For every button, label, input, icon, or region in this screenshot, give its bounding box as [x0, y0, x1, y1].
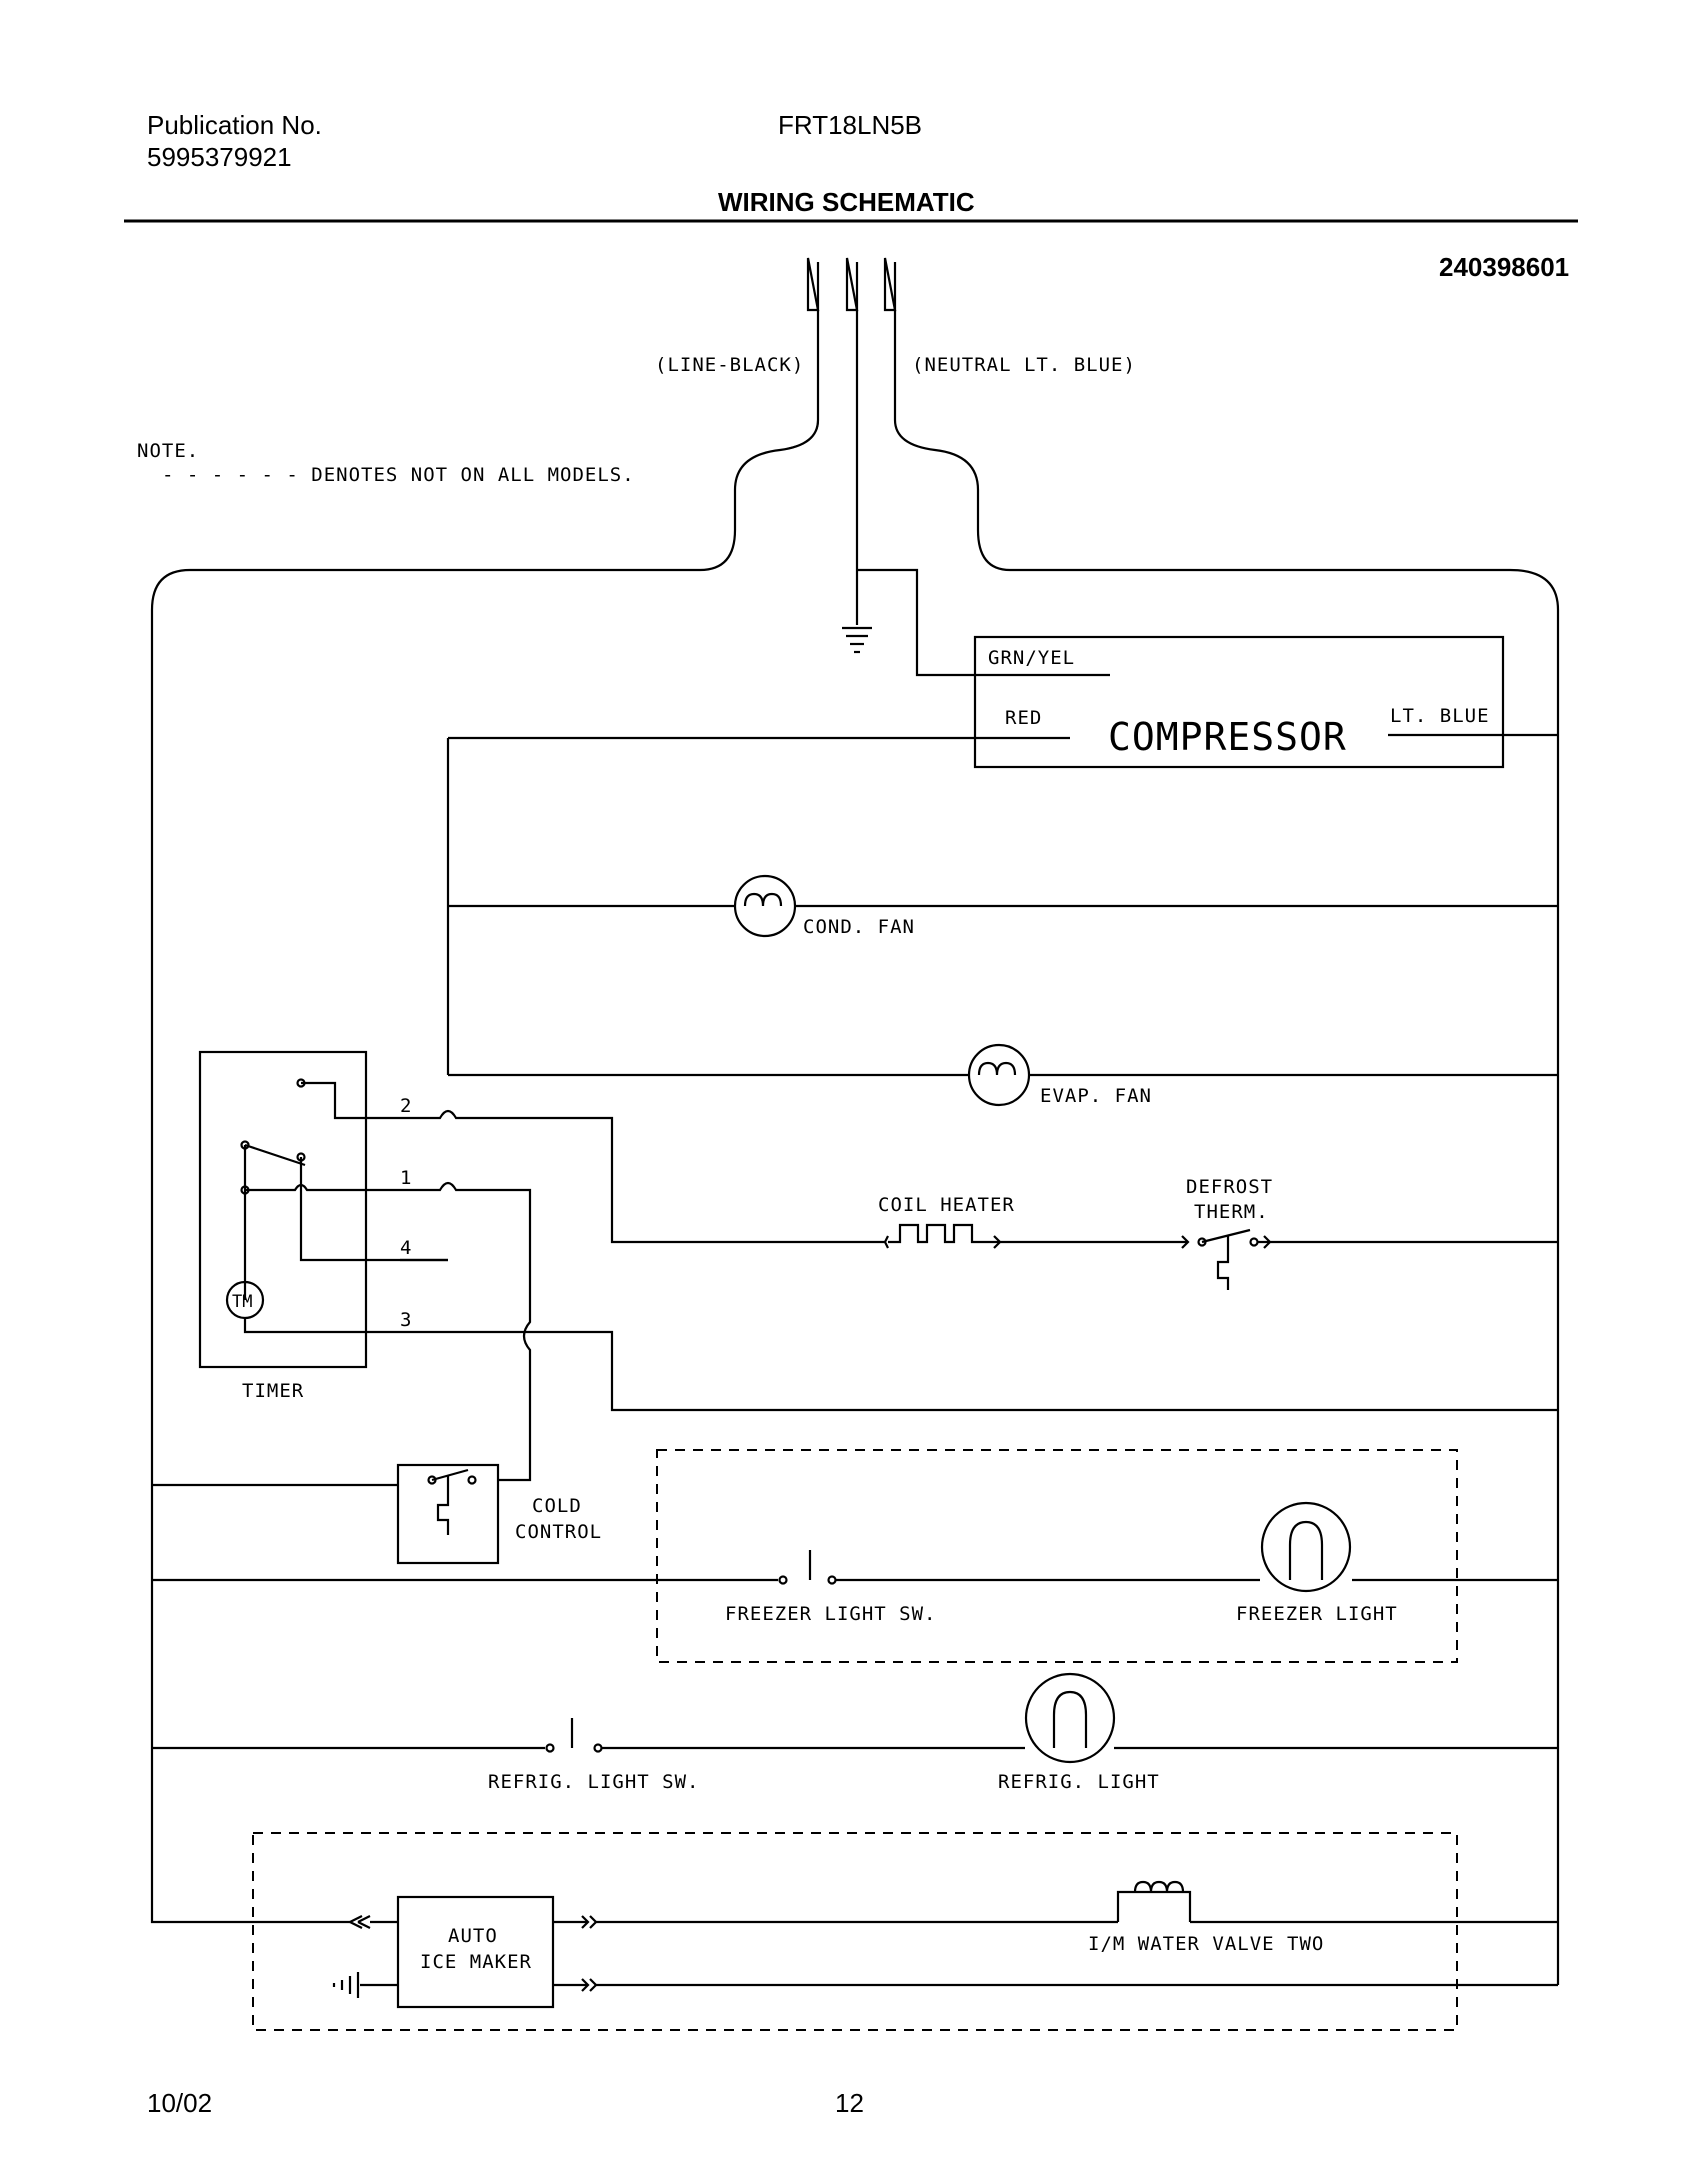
footer-date: 10/02: [147, 2088, 213, 2118]
cond-fan-label: COND. FAN: [803, 916, 915, 938]
ice-maker-ground-icon: [332, 1972, 398, 1998]
ground-icon: [842, 570, 872, 654]
freezer-light-switch-label: FREEZER LIGHT SW.: [725, 1603, 936, 1625]
page-number: 12: [835, 2088, 864, 2118]
evap-fan-label: EVAP. FAN: [1040, 1085, 1152, 1107]
compressor-label: COMPRESSOR: [1108, 715, 1347, 759]
cold-control-box: [396, 1463, 500, 1565]
defrost-therm-label-1: DEFROST: [1186, 1176, 1273, 1198]
line-black-label: (LINE-BLACK): [655, 354, 804, 376]
freezer-light-label: FREEZER LIGHT: [1236, 1603, 1398, 1625]
refrig-light-switch-label: REFRIG. LIGHT SW.: [488, 1771, 699, 1793]
cold-control-lead: [400, 1181, 532, 1482]
freezer-light-icon: [1260, 1501, 1352, 1593]
compressor-box: [973, 635, 1505, 769]
part-number: 240398601: [1439, 252, 1570, 282]
water-valve-label: I/M WATER VALVE TWO: [1088, 1933, 1324, 1955]
ground-to-compressor: [857, 568, 975, 677]
compressor-blue-label: LT. BLUE: [1390, 705, 1490, 727]
supply-arrows: [806, 257, 897, 312]
cold-control-label-2: CONTROL: [515, 1521, 602, 1543]
timer-terminal-4: 4: [400, 1237, 412, 1259]
timer-3-lead: [400, 1330, 1558, 1412]
compressor-red-label: RED: [1005, 707, 1042, 729]
neutral-label: (NEUTRAL LT. BLUE): [912, 354, 1136, 376]
refrig-light-icon: [1024, 1672, 1116, 1764]
compressor-ground-label: GRN/YEL: [988, 647, 1075, 669]
ice-maker-connector-right-2: [553, 1978, 598, 1992]
ice-maker-connector-left: [349, 1915, 371, 1929]
coil-heater-label: COIL HEATER: [878, 1194, 1015, 1216]
timer-terminal-3: 3: [400, 1309, 412, 1331]
defrost-therm-label-2: THERM.: [1194, 1201, 1269, 1223]
ice-maker-box: [396, 1895, 555, 2009]
cold-control-label-1: COLD: [532, 1495, 582, 1517]
model-number: FRT18LN5B: [778, 110, 923, 140]
water-valve-icon: [1116, 1880, 1192, 1922]
defrost-therm-icon: [1175, 1228, 1272, 1290]
timer-motor-label: TM: [232, 1292, 252, 1312]
publication-label: Publication No.: [147, 110, 322, 140]
evap-fan-icon: [967, 1043, 1031, 1107]
coil-heater-icon: [870, 1223, 1002, 1249]
note-label: NOTE.: [137, 440, 199, 462]
defrost-lead: [400, 1109, 870, 1244]
timer-box: [198, 1050, 368, 1369]
timer-terminal-1: 1: [400, 1167, 412, 1189]
ice-maker-label-1: AUTO: [448, 1925, 498, 1947]
publication-number: 5995379921: [147, 142, 292, 172]
ice-maker-label-2: ICE MAKER: [420, 1951, 532, 1973]
timer-label: TIMER: [242, 1380, 304, 1402]
cold-control-icon: [427, 1468, 477, 1535]
line-wire: [150, 310, 820, 1924]
line-wire-dash: [779, 419, 819, 451]
freezer-light-switch-icon: [778, 1550, 837, 1585]
note-text: - - - - - - DENOTES NOT ON ALL MODELS.: [162, 464, 635, 486]
refrig-light-label: REFRIG. LIGHT: [998, 1771, 1160, 1793]
ice-maker-optional-box: [252, 1832, 1458, 2031]
ice-maker-connector-right-1: [553, 1915, 598, 1929]
freezer-light-optional-box: [656, 1449, 1458, 1663]
cond-fan-icon: [733, 874, 797, 938]
timer-terminal-2: 2: [400, 1095, 412, 1117]
refrig-light-switch-icon: [545, 1718, 603, 1753]
neutral-wire: [893, 310, 1560, 1985]
page-title: WIRING SCHEMATIC: [718, 187, 975, 217]
timer-switch: [225, 1078, 448, 1334]
